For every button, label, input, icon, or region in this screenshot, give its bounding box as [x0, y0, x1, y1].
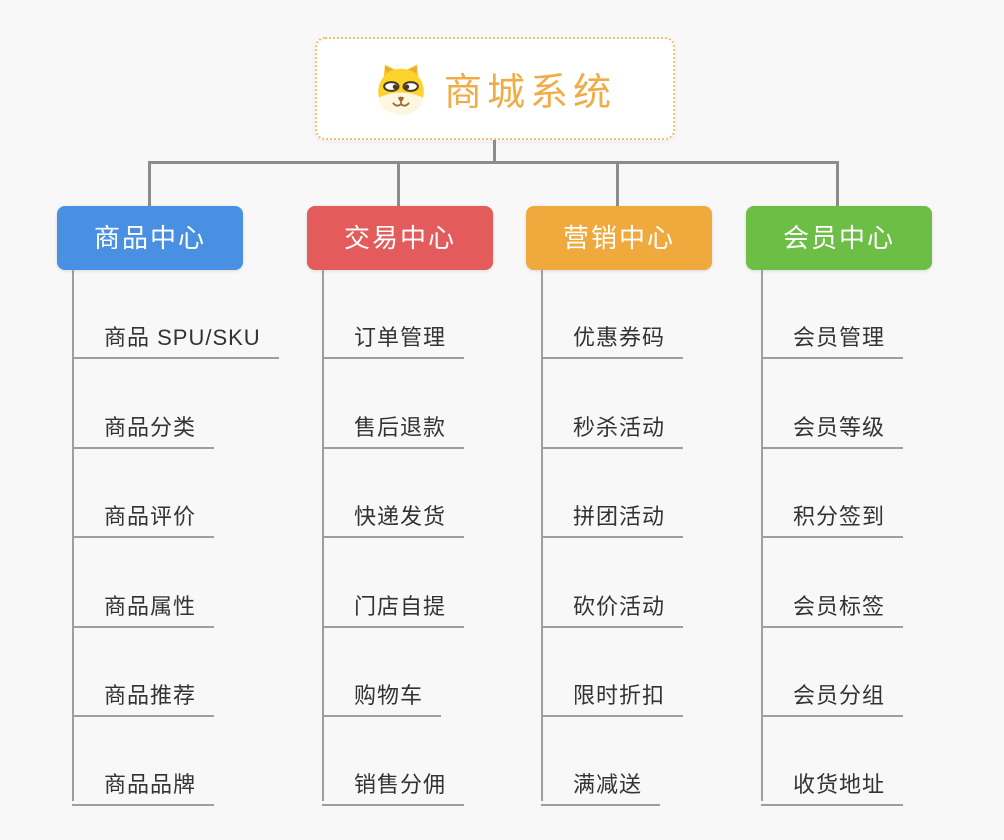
leaf-node[interactable]: 商品分类 — [72, 400, 215, 449]
connector-root-drop — [493, 140, 496, 163]
connector-drop — [616, 164, 619, 206]
branch-node-marketing[interactable]: 营销中心 — [526, 206, 712, 270]
branch-node-products[interactable]: 商品中心 — [57, 206, 243, 270]
connector-trunk — [761, 270, 763, 801]
dog-face-icon — [374, 61, 428, 117]
connector-drop — [397, 164, 400, 206]
leaf-node[interactable]: 销售分佣 — [322, 757, 465, 806]
connector-drop — [836, 164, 839, 206]
root-title: 商城系统 — [443, 72, 616, 114]
leaf-node[interactable]: 订单管理 — [322, 310, 465, 359]
connector-trunk — [541, 270, 543, 801]
leaf-node[interactable]: 商品 SPU/SKU — [72, 310, 279, 359]
leaf-node[interactable]: 优惠券码 — [541, 310, 684, 359]
connector-drop — [148, 164, 151, 206]
leaf-node[interactable]: 秒杀活动 — [541, 400, 684, 449]
leaf-node[interactable]: 满减送 — [541, 757, 661, 806]
leaf-node[interactable]: 会员等级 — [761, 400, 904, 449]
connector-trunk — [322, 270, 324, 801]
leaf-node[interactable]: 商品品牌 — [72, 757, 215, 806]
leaf-node[interactable]: 售后退款 — [322, 400, 465, 449]
root-node-mall-system[interactable]: 商城系统 — [315, 37, 675, 140]
leaf-node[interactable]: 快递发货 — [322, 489, 465, 538]
leaf-node[interactable]: 会员分组 — [761, 668, 904, 717]
connector-trunk — [72, 270, 74, 801]
leaf-node[interactable]: 门店自提 — [322, 579, 465, 628]
connector-bus — [148, 161, 839, 164]
leaf-node[interactable]: 限时折扣 — [541, 668, 684, 717]
leaf-node[interactable]: 砍价活动 — [541, 579, 684, 628]
leaf-node[interactable]: 商品属性 — [72, 579, 215, 628]
branch-node-trade[interactable]: 交易中心 — [307, 206, 493, 270]
leaf-node[interactable]: 商品推荐 — [72, 668, 215, 717]
leaf-node[interactable]: 购物车 — [322, 668, 442, 717]
leaf-node[interactable]: 会员管理 — [761, 310, 904, 359]
leaf-node[interactable]: 商品评价 — [72, 489, 215, 538]
branch-node-members[interactable]: 会员中心 — [746, 206, 932, 270]
leaf-node[interactable]: 积分签到 — [761, 489, 904, 538]
leaf-node[interactable]: 拼团活动 — [541, 489, 684, 538]
leaf-node[interactable]: 会员标签 — [761, 579, 904, 628]
leaf-node[interactable]: 收货地址 — [761, 757, 904, 806]
